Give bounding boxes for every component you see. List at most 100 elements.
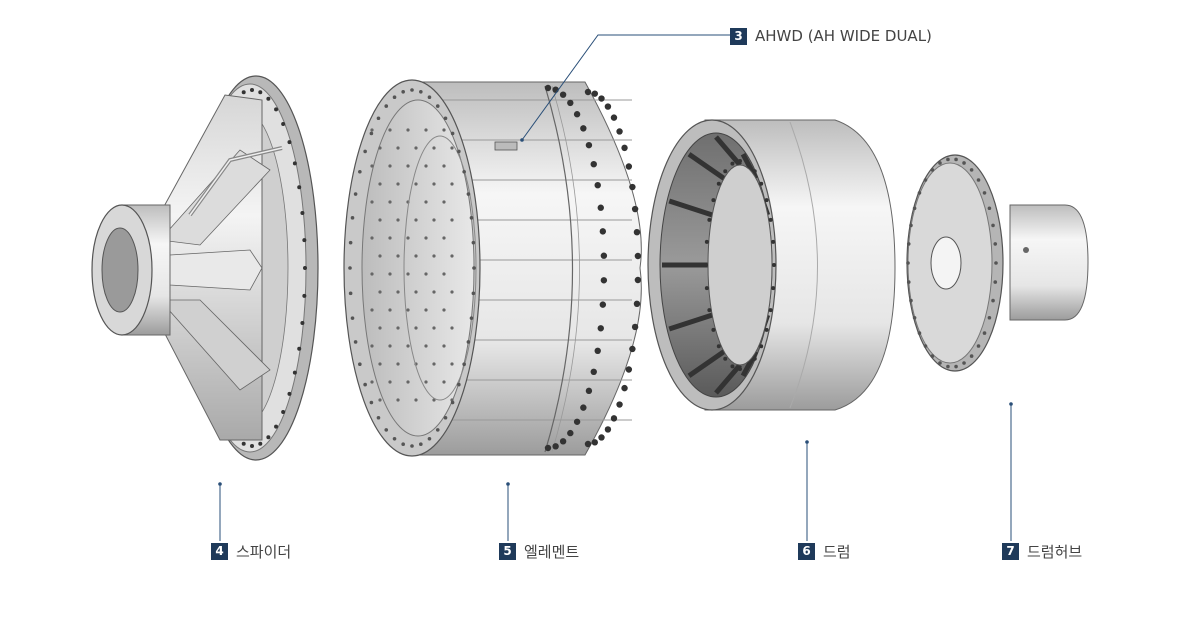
perforation-dot	[378, 290, 382, 294]
bolt-hole	[302, 238, 307, 243]
drum-vane	[687, 152, 726, 181]
ring-bolt	[462, 362, 466, 367]
perforation-dot	[396, 362, 400, 366]
drum-vane	[668, 312, 714, 332]
perforation-dot	[432, 362, 436, 366]
ring-bolt	[435, 104, 440, 108]
ring-bolt	[427, 95, 432, 100]
perforation-dot	[388, 128, 392, 132]
drum-bolt	[711, 198, 716, 203]
hub-bolt	[969, 168, 974, 172]
ring-bolt	[392, 95, 397, 100]
hub-bolt	[976, 178, 981, 182]
element-bolt	[585, 141, 593, 149]
drum-bolt	[716, 344, 721, 349]
perforation-dot	[414, 398, 418, 402]
hub-bolt	[991, 223, 995, 228]
perforation-dot	[370, 128, 374, 132]
drum-bolt	[745, 364, 750, 369]
hub-bolt	[938, 361, 942, 365]
hub-bolt	[930, 168, 935, 172]
leader-ahwd	[521, 34, 730, 141]
callout-ahwd: 3 AHWD (AH WIDE DUAL)	[730, 26, 932, 46]
drum-vane	[714, 363, 742, 395]
drum-bolt	[764, 198, 769, 203]
hub-bolt	[909, 298, 913, 303]
bolt-hole	[274, 107, 279, 112]
perforation-dot	[396, 290, 400, 294]
perforation-dot	[450, 362, 454, 366]
bolt-hole	[300, 321, 305, 326]
perforation-dot	[442, 200, 446, 204]
callout-drum: 6 드럼	[798, 541, 851, 561]
ring-bolt	[369, 400, 374, 405]
drum-vane	[687, 349, 726, 378]
perforation-dot	[406, 128, 410, 132]
callout-badge: 5	[499, 542, 516, 560]
perforation-dot	[414, 218, 418, 222]
element-bolt	[559, 438, 567, 445]
ring-bolt	[353, 340, 358, 344]
element-part	[343, 79, 642, 457]
drum-bolt	[704, 286, 709, 291]
hub-bolt	[912, 315, 917, 320]
ring-bolt	[443, 415, 448, 420]
perforation-dot	[424, 236, 428, 240]
callout-label: 스파이더	[236, 542, 292, 561]
ring-bolt	[450, 400, 455, 405]
bolt-hole	[266, 435, 271, 440]
element-bolt	[567, 429, 574, 437]
ring-bolt	[466, 192, 471, 196]
perforation-dot	[406, 308, 410, 312]
element-bolt	[633, 228, 641, 236]
hub-bolt	[917, 191, 922, 195]
hub-bolt	[976, 344, 981, 348]
bolt-hole	[303, 266, 307, 270]
hub-bolt	[930, 354, 935, 358]
perforation-dot	[450, 290, 454, 294]
hub-bolt	[954, 364, 958, 369]
drum-bolt	[745, 161, 750, 166]
perforation-dot	[424, 164, 428, 168]
hub-bolt	[987, 206, 992, 211]
drum-bolt	[723, 356, 728, 361]
perforation-dot	[424, 380, 428, 384]
perforation-dot	[396, 326, 400, 330]
element-bolt	[634, 276, 642, 284]
perforation-dot	[378, 254, 382, 258]
bolt-hole	[281, 410, 286, 415]
perforation-dot	[370, 164, 374, 168]
hub-bolt	[993, 242, 998, 246]
element-bolt	[594, 181, 601, 189]
perforation-dot	[442, 308, 446, 312]
ring-bolt	[469, 316, 474, 320]
perforation-dot	[432, 146, 436, 150]
hub-bolt	[994, 261, 998, 265]
hub-bolt	[946, 364, 950, 369]
perforation-dot	[442, 128, 446, 132]
hub-bolt	[993, 280, 998, 284]
element-bolt	[633, 300, 641, 308]
hub-bolt	[987, 315, 992, 320]
leader-dot-drumhub	[1009, 402, 1013, 406]
callout-label: 엘레멘트	[524, 542, 580, 561]
bolt-hole	[241, 90, 246, 95]
ring-bolt	[348, 266, 352, 270]
leader-dot-spider	[218, 482, 222, 486]
callout-badge: 3	[730, 27, 747, 45]
callout-drumhub: 7 드럼허브	[1002, 541, 1082, 561]
hub-bolt	[982, 331, 987, 335]
perforation-dot	[424, 128, 428, 132]
element-bolt	[573, 418, 581, 425]
callout-badge: 6	[798, 542, 815, 560]
hub-bolt	[906, 280, 911, 284]
perforation-dot	[414, 254, 418, 258]
hub-bolt	[938, 161, 942, 165]
perforation-dot	[388, 308, 392, 312]
drum-bolt	[738, 159, 742, 163]
perforation-dot	[388, 200, 392, 204]
ring-bolt	[369, 131, 374, 136]
element-bolt	[625, 163, 633, 170]
element-bolt	[631, 205, 639, 213]
element-bolt	[600, 277, 608, 284]
